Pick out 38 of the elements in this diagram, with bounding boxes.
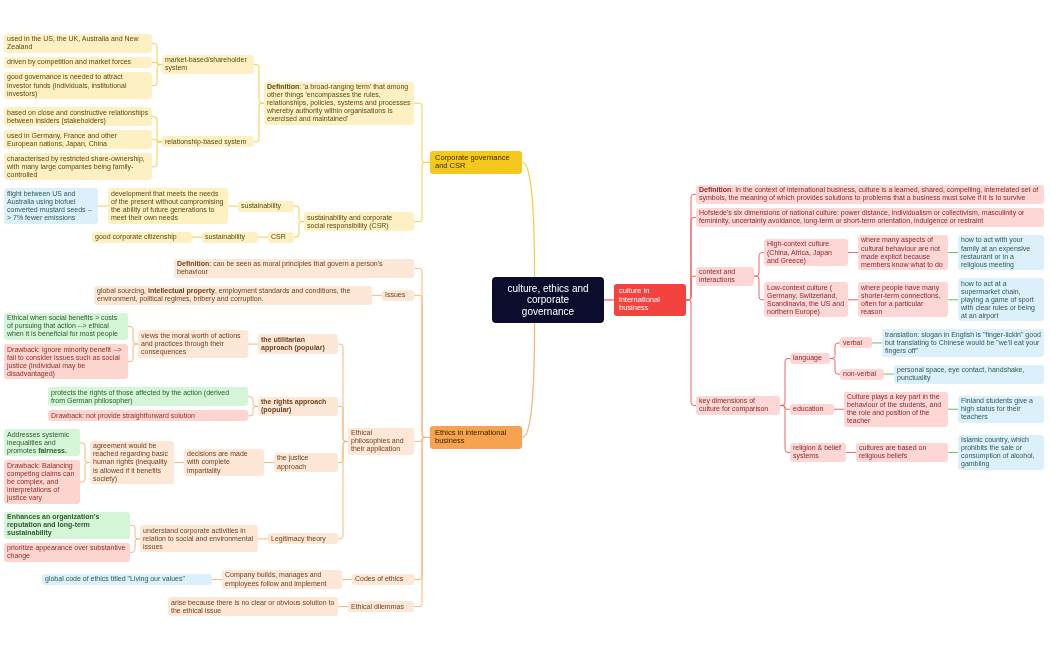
connector-line bbox=[337, 606, 349, 608]
connector-line bbox=[173, 462, 185, 463]
connector-line bbox=[151, 64, 163, 87]
connector-line bbox=[413, 161, 431, 223]
connector-line bbox=[191, 236, 203, 238]
branch-curve bbox=[521, 161, 536, 278]
connector-line bbox=[293, 221, 305, 238]
connector-line bbox=[829, 358, 841, 375]
connector-line bbox=[779, 404, 791, 453]
connector-line bbox=[845, 451, 857, 453]
connector-line bbox=[847, 252, 859, 254]
branch-curve bbox=[521, 322, 536, 439]
connector-line bbox=[79, 462, 91, 483]
connector-line bbox=[371, 294, 383, 296]
connector-line bbox=[227, 205, 239, 207]
connector-line bbox=[871, 342, 883, 344]
connector-line bbox=[341, 579, 353, 580]
connector-line bbox=[413, 436, 431, 608]
connector-line bbox=[753, 252, 765, 277]
connector-line bbox=[257, 236, 269, 238]
connector-line bbox=[947, 299, 959, 301]
connector-line bbox=[947, 408, 959, 410]
connector-line bbox=[247, 343, 259, 345]
connector-line bbox=[947, 451, 959, 453]
connector-line bbox=[947, 252, 959, 254]
connector-line bbox=[127, 343, 139, 363]
connector-line bbox=[247, 405, 259, 417]
connector-line bbox=[129, 538, 141, 553]
connector-line bbox=[257, 538, 269, 540]
connector-line bbox=[833, 408, 845, 410]
connector-line bbox=[211, 579, 223, 580]
connector-line bbox=[753, 275, 765, 301]
connector-line bbox=[263, 462, 275, 463]
connector-line bbox=[847, 299, 859, 301]
branch-curve bbox=[603, 299, 615, 301]
connector-line bbox=[97, 205, 109, 207]
connector-line bbox=[883, 373, 895, 375]
central-topic-box: culture, ethics and corporate governance bbox=[492, 276, 604, 324]
